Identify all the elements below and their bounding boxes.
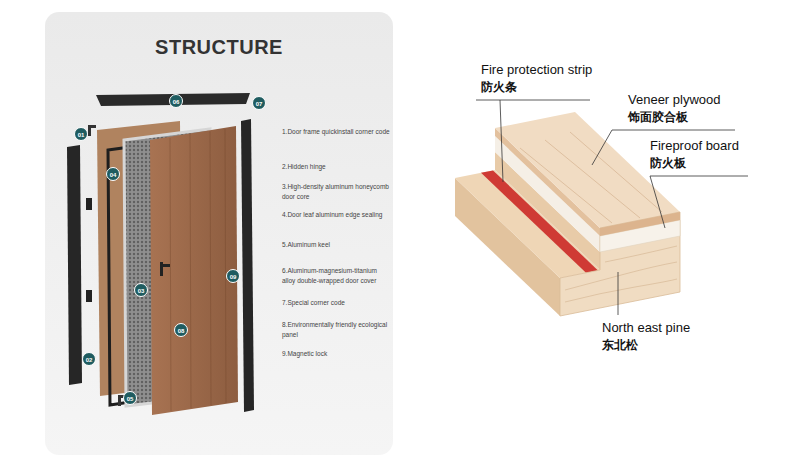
pine-end-face <box>560 212 680 316</box>
callout-number: 02 <box>82 352 96 366</box>
leader-line <box>500 100 503 182</box>
handle <box>160 264 170 267</box>
grain-line <box>570 132 662 212</box>
callout-number: 04 <box>106 167 120 181</box>
leader-line <box>618 272 619 315</box>
part-name-chinese: 防火条 <box>481 80 517 95</box>
callout-number: 05 <box>123 391 137 405</box>
part-name-chinese: 防火板 <box>650 156 686 171</box>
plywood-grain <box>520 132 662 223</box>
leader-line <box>650 176 748 228</box>
part-list-item: 4.Door leaf aluminum edge sealing <box>282 210 390 220</box>
callout-number: 06 <box>169 94 183 108</box>
part-list-item: 1.Door frame quickinstall corner code <box>282 127 390 137</box>
part-list-item: 7.Special corner code <box>282 298 390 308</box>
part-name: Fire protection strip <box>481 62 592 77</box>
part-name: North east pine <box>602 320 690 335</box>
pine-grain <box>565 246 677 302</box>
grain-line <box>170 138 171 411</box>
part-name-chinese: 东北松 <box>602 338 638 353</box>
callout-number: 03 <box>134 283 148 297</box>
hinge <box>86 198 92 210</box>
part-list-item: 8.Environmentally friendly ecological pa… <box>282 320 390 339</box>
grain-line <box>565 262 677 290</box>
hinge <box>86 290 92 302</box>
callout-number: 08 <box>174 323 188 337</box>
part-list-item: 2.Hidden hinge <box>282 162 390 172</box>
part-list-item: 9.Magnetic lock <box>282 349 390 359</box>
wood-grain <box>170 129 226 411</box>
grain-line <box>190 134 191 408</box>
part-name-chinese: 饰面胶合板 <box>628 110 688 125</box>
grain-line <box>520 148 612 223</box>
title: STRUCTURE <box>45 36 393 59</box>
leader-lines <box>476 100 748 315</box>
grain-line <box>225 129 226 403</box>
part-list-item: 3.High-density aluminum honeycomb door c… <box>282 182 390 201</box>
grain-line <box>210 131 211 405</box>
part-name: Fireproof board <box>650 138 739 153</box>
left-frame <box>67 145 82 385</box>
callout-number: 09 <box>226 269 240 283</box>
right-frame <box>241 119 254 412</box>
panel-card <box>45 12 393 455</box>
part-name: Veneer plywood <box>628 92 721 107</box>
front-panel <box>150 126 238 415</box>
leader-line <box>476 100 590 101</box>
callout-number: 01 <box>74 127 88 141</box>
part-list-item: 6.Aluminum-magnesium-titanium alloy doub… <box>282 266 390 285</box>
callout-number: 07 <box>252 96 266 110</box>
grain-line <box>565 279 677 302</box>
plywood-end <box>600 212 680 236</box>
corner-code <box>88 125 96 136</box>
part-list-item: 5.Aluminum keel <box>282 240 390 250</box>
